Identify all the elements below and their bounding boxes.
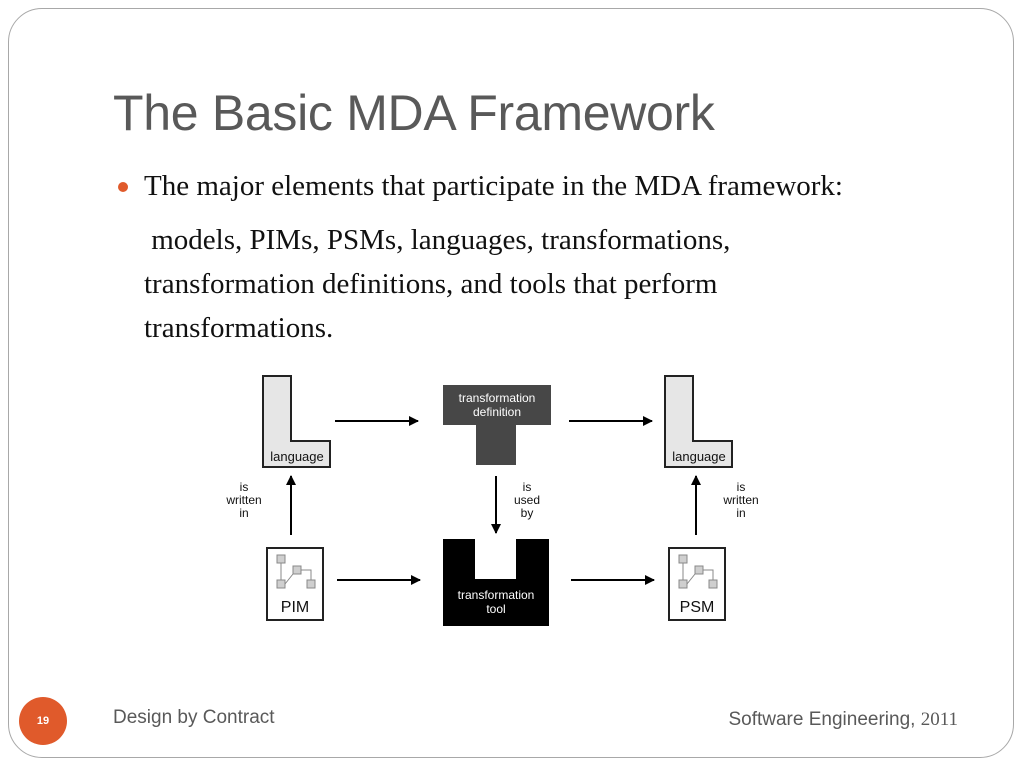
svg-text:is: is (240, 480, 249, 494)
page-number-badge: 19 (19, 697, 67, 745)
transformation-definition-icon: transformation definition (443, 385, 551, 465)
transformation-tool-label-line1: transformation (458, 588, 535, 602)
svg-text:used: used (514, 493, 540, 507)
slide-title: The Basic MDA Framework (113, 85, 715, 141)
is-used-by-label: is used by (514, 480, 540, 520)
pim-model-icon: PIM (266, 547, 324, 621)
psm-model-icon: PSM (668, 547, 726, 621)
psm-label: PSM (680, 599, 715, 616)
svg-text:written: written (225, 493, 261, 507)
transformation-definition-label-line2: definition (473, 405, 521, 419)
transformation-definition-label-line1: transformation (459, 391, 536, 405)
transformation-tool-icon: transformation tool (443, 539, 549, 626)
svg-text:in: in (736, 506, 745, 520)
svg-text:is: is (737, 480, 746, 494)
bullet-line-4: transformations. (144, 312, 334, 344)
svg-text:by: by (521, 506, 534, 520)
language-left-icon: language (262, 375, 331, 468)
bullet-line-3: transformation definitions, and tools th… (144, 268, 718, 300)
footer-right-text: Software Engineering, 2011 (728, 709, 958, 731)
pim-label: PIM (281, 599, 309, 616)
svg-text:written: written (722, 493, 758, 507)
language-left-label: language (270, 449, 324, 464)
bullet-line-2: models, PIMs, PSMs, languages, transform… (144, 224, 731, 256)
svg-text:is: is (523, 480, 532, 494)
transformation-tool-label-line2: tool (486, 602, 505, 616)
svg-text:in: in (239, 506, 248, 520)
bullet-line-1: The major elements that participate in t… (144, 170, 843, 202)
language-right-label: language (672, 449, 726, 464)
bullet-icon (118, 182, 128, 192)
footer-left-text: Design by Contract (113, 707, 275, 728)
language-right-icon: language (664, 375, 733, 468)
is-written-in-right-label: is written in (722, 480, 758, 520)
slide-frame (8, 8, 1014, 758)
footer-course-name: Software Engineering, (728, 709, 916, 730)
footer-year: 2011 (920, 709, 958, 730)
is-written-in-left-label: is written in (225, 480, 261, 520)
